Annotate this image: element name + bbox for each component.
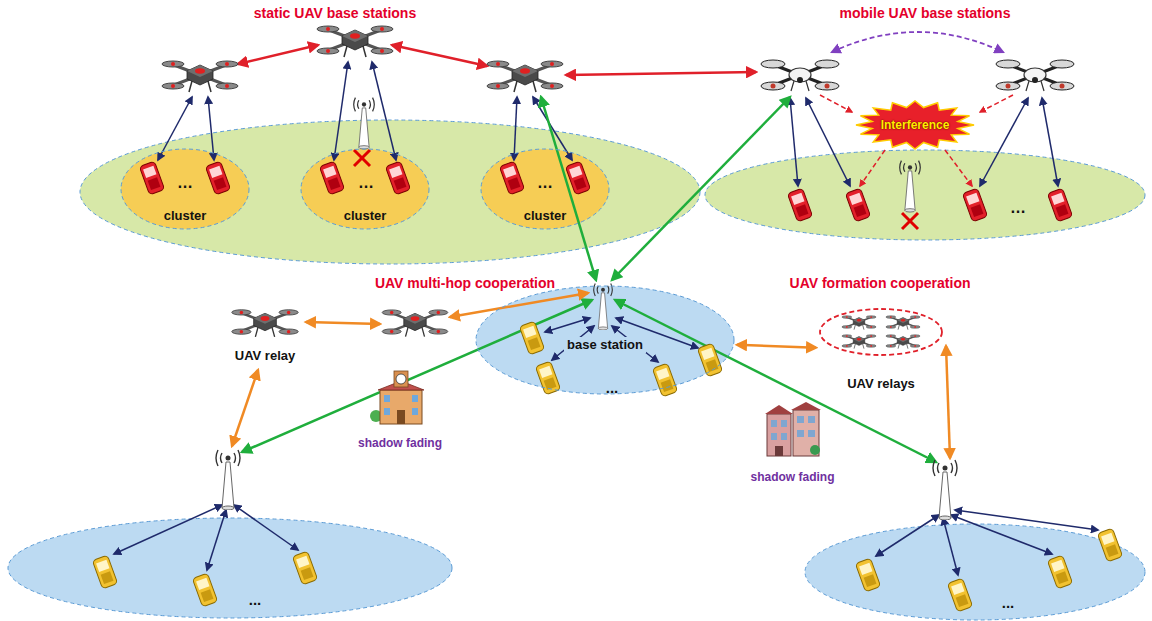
ellipsis-text: ... bbox=[1002, 594, 1015, 611]
ellipsis-text: ... bbox=[249, 591, 262, 608]
ellipsis: … bbox=[358, 173, 374, 192]
node-label: cluster bbox=[344, 208, 387, 224]
ellipsis-text: … bbox=[358, 174, 374, 191]
uav-shape bbox=[225, 300, 305, 344]
node-label: cluster bbox=[164, 208, 207, 224]
ellipsis: ... bbox=[606, 379, 619, 397]
ellipsis: ... bbox=[1002, 594, 1015, 612]
shadow-fading-obstacle: shadow fading bbox=[745, 400, 841, 486]
ellipsis-text: … bbox=[177, 174, 193, 191]
cooperation-link bbox=[832, 32, 1003, 52]
node-label: UAV relays bbox=[847, 376, 915, 392]
ellipsis: … bbox=[177, 173, 193, 192]
ellipsis-text: … bbox=[537, 174, 553, 191]
group-heading: UAV formation cooperation bbox=[790, 274, 971, 292]
uav-icon bbox=[886, 316, 920, 330]
access-link bbox=[114, 62, 1098, 575]
backhaul-link bbox=[238, 45, 756, 75]
uav-icon bbox=[842, 316, 876, 330]
uav-icon bbox=[162, 26, 1074, 337]
uav-icon bbox=[842, 335, 876, 349]
interference-burst: Interference bbox=[855, 100, 975, 150]
base-station-area: base station bbox=[475, 285, 735, 395]
failure-mark bbox=[354, 150, 918, 229]
node-label: shadow fading bbox=[751, 470, 835, 484]
interference-link bbox=[820, 95, 1013, 186]
group-heading: static UAV base stations bbox=[254, 4, 416, 22]
relay-connector bbox=[737, 345, 816, 348]
area-outline bbox=[301, 149, 429, 229]
coverage-area bbox=[8, 120, 1145, 620]
tower-icon bbox=[216, 98, 957, 520]
relay-link bbox=[232, 293, 950, 458]
building-icon bbox=[370, 371, 424, 424]
building-icon bbox=[765, 402, 821, 456]
houses-shape bbox=[745, 400, 841, 462]
uav-icon bbox=[886, 335, 920, 349]
burst-outline bbox=[856, 101, 974, 149]
uav-formation: UAV relays bbox=[818, 306, 944, 394]
uav-relay-node: UAV relay bbox=[225, 300, 305, 366]
ellipsis: … bbox=[537, 173, 553, 192]
building-shape bbox=[352, 368, 448, 430]
group-heading: UAV multi-hop cooperation bbox=[375, 274, 555, 292]
group-heading-text: static UAV base stations bbox=[254, 5, 416, 21]
ellipsis-text: … bbox=[1010, 199, 1026, 216]
area-outline bbox=[476, 286, 734, 394]
node-label: Interference bbox=[881, 118, 950, 132]
uav-icon bbox=[232, 310, 299, 337]
cluster-fill bbox=[121, 149, 734, 394]
node-label: UAV relay bbox=[235, 348, 295, 364]
node-label: cluster bbox=[524, 208, 567, 224]
group-heading-text: UAV formation cooperation bbox=[790, 275, 971, 291]
ellipsis: ... bbox=[249, 591, 262, 609]
group-heading: mobile UAV base stations bbox=[840, 4, 1011, 22]
relays-shape bbox=[818, 306, 944, 358]
shadow-fading-obstacle: shadow fading bbox=[352, 368, 448, 452]
formation-outline bbox=[820, 309, 942, 355]
group-heading-text: mobile UAV base stations bbox=[840, 5, 1011, 21]
area-outline bbox=[481, 149, 609, 229]
node-label: base station bbox=[564, 337, 646, 353]
phone-icon bbox=[92, 161, 1122, 612]
ellipsis: … bbox=[1010, 198, 1026, 217]
area-outline bbox=[121, 149, 249, 229]
node-label: shadow fading bbox=[358, 436, 442, 450]
ellipsis-text: ... bbox=[606, 379, 619, 396]
group-heading-text: UAV multi-hop cooperation bbox=[375, 275, 555, 291]
